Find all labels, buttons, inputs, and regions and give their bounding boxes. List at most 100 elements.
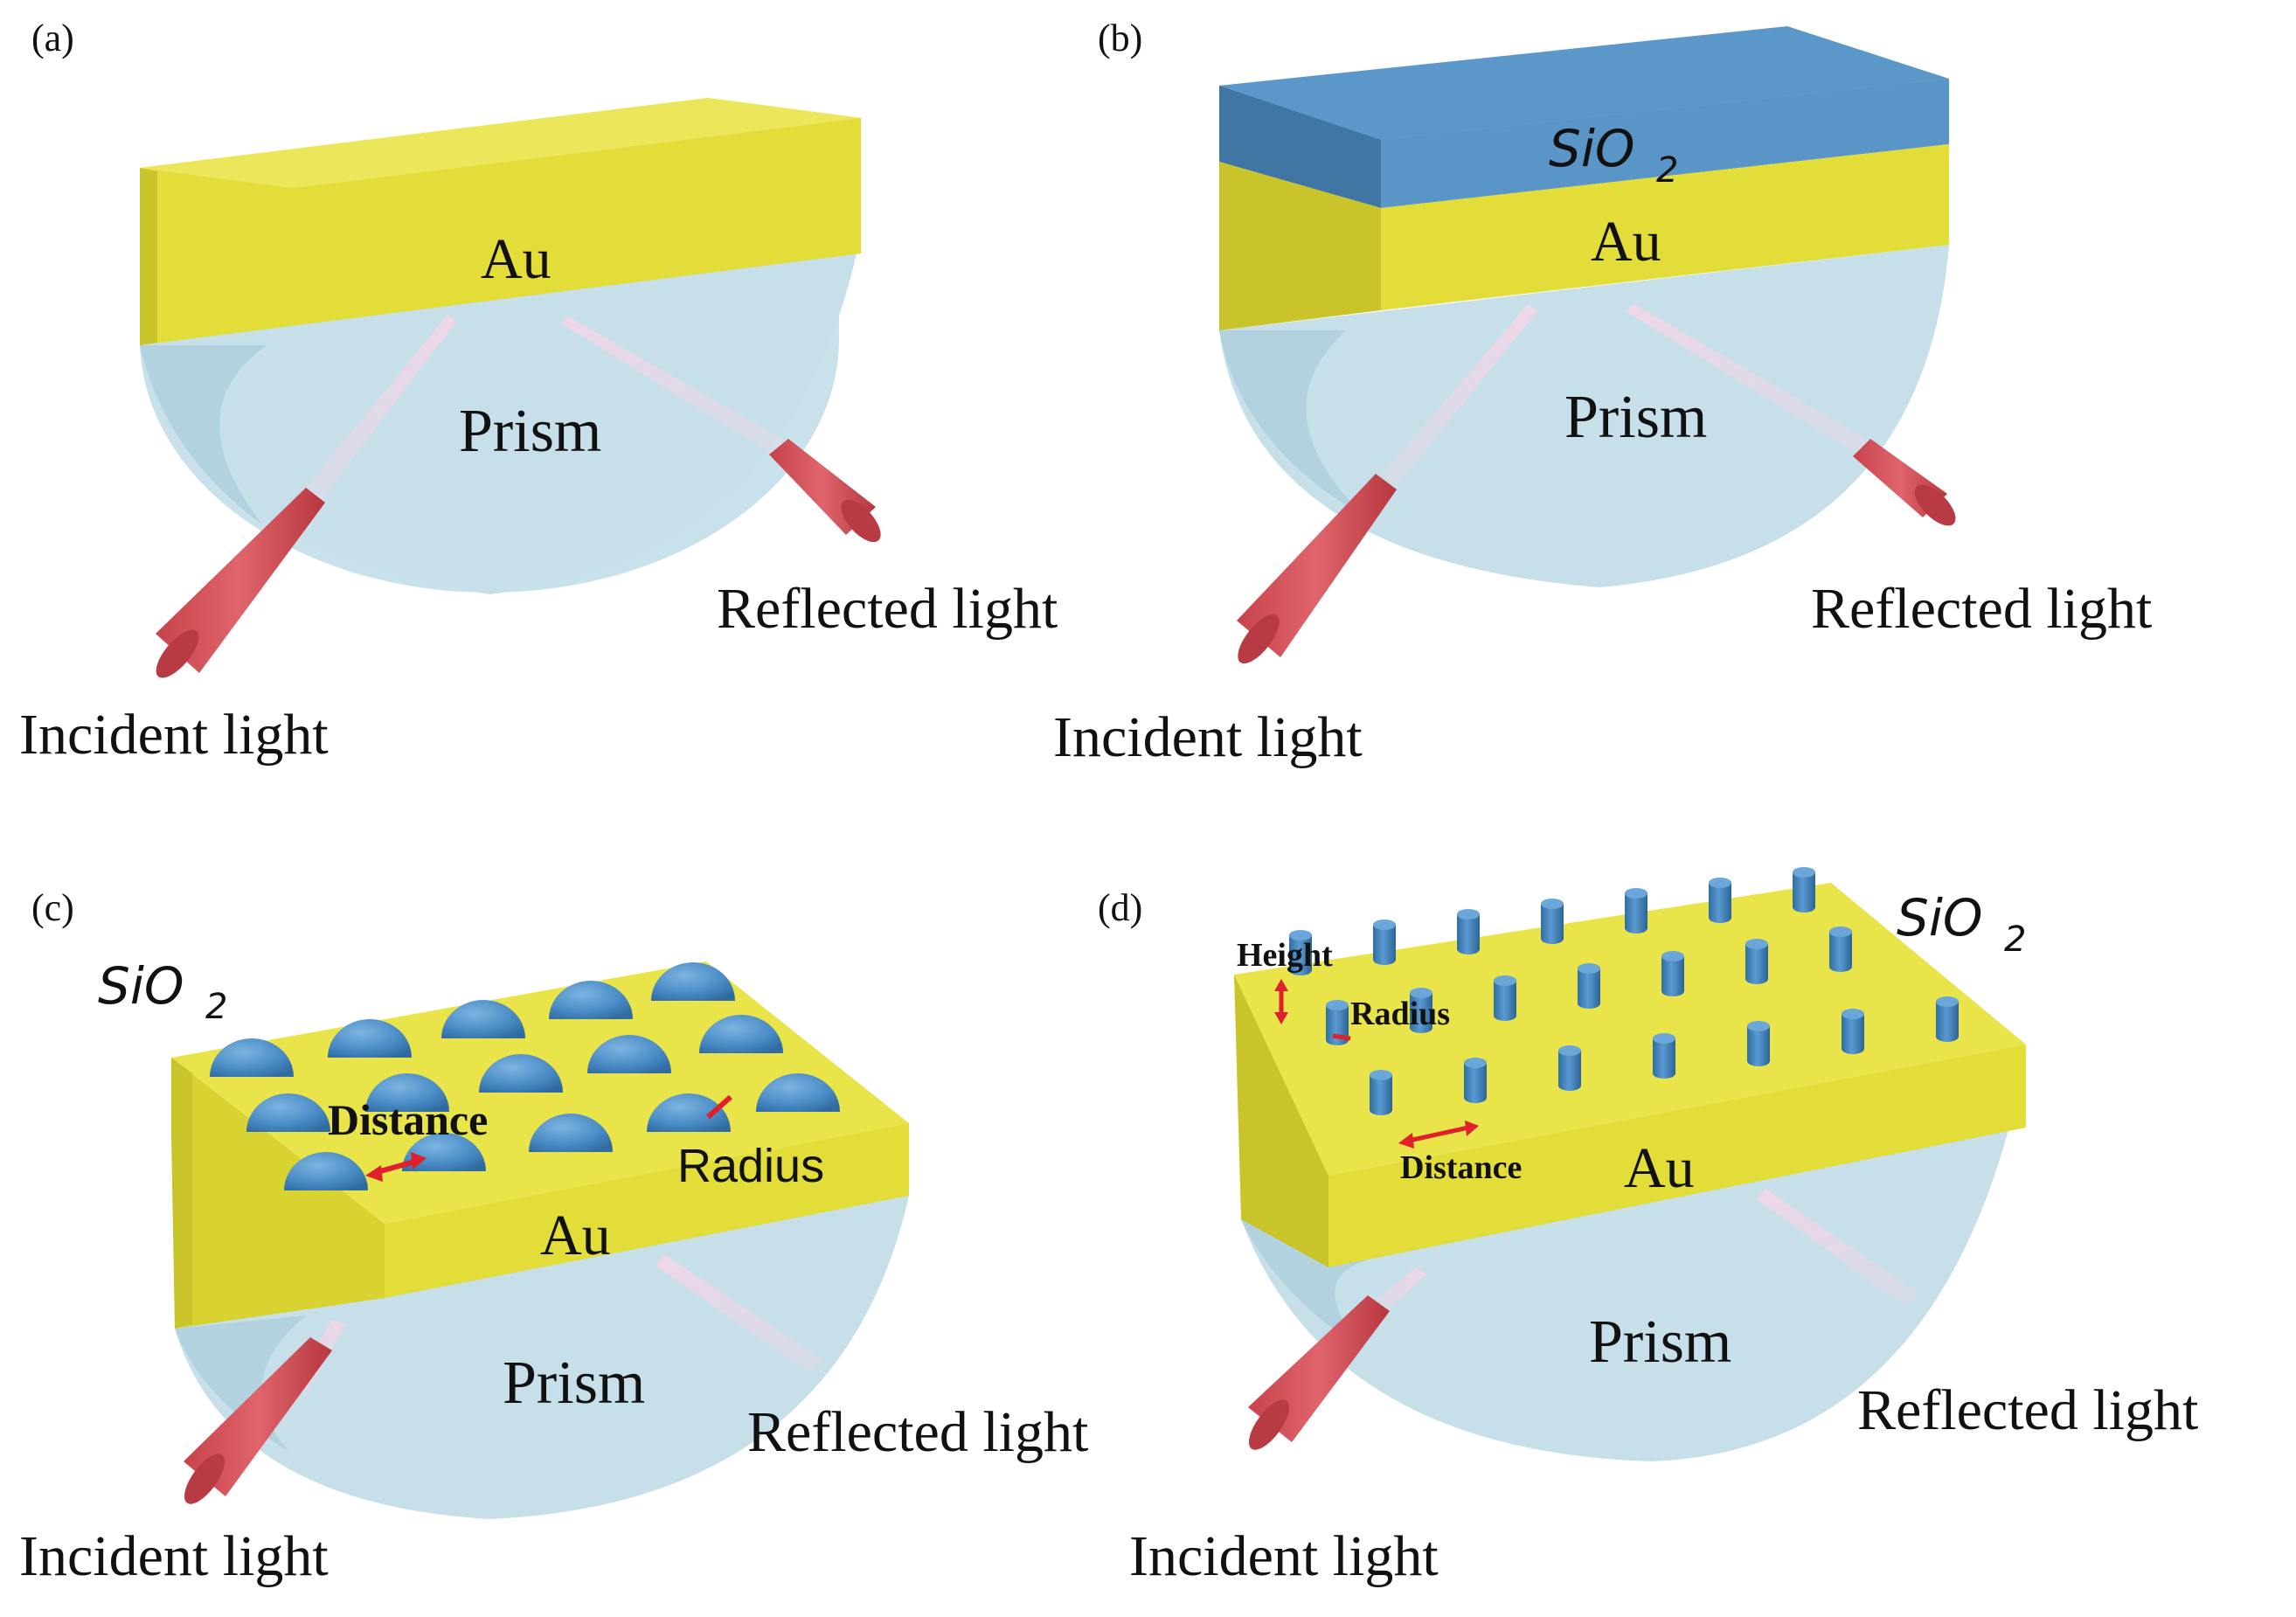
nanopillar — [1370, 1070, 1392, 1115]
panel-c-au-front — [385, 1123, 909, 1298]
nanopillar — [1653, 1033, 1675, 1079]
panel-c-au-side — [171, 1058, 192, 1329]
panel-c-au-front-left — [171, 1058, 385, 1329]
nanodome — [365, 1073, 449, 1112]
panel-b-incident-label: Incident light — [1053, 705, 1363, 769]
nanodome — [210, 1038, 294, 1077]
panel-a-incident-beam — [156, 488, 325, 678]
panel-a-au-front — [140, 118, 861, 345]
panel-d-au-front — [1328, 1044, 2026, 1267]
panel-a-au-top2 — [140, 98, 861, 188]
panel-d-radius-arrow — [1332, 1033, 1351, 1041]
nanopillar — [1410, 988, 1432, 1033]
panel-d-label: (d) — [1098, 886, 1142, 929]
nanopillar — [1747, 1021, 1770, 1066]
panel-c-sio2-label: SiO 2 — [98, 956, 227, 1027]
nanodome — [441, 1000, 525, 1038]
panel-b-incident-beam — [1237, 474, 1397, 664]
nanopillar — [1829, 926, 1852, 972]
nanodome — [756, 1073, 840, 1112]
panel-a-reflected-label: Reflected light — [717, 577, 1058, 641]
nanopillar — [1661, 951, 1684, 996]
panel-c-radius-label: Radius — [677, 1140, 824, 1192]
nanopillar — [1457, 909, 1480, 954]
svg-text:2: 2 — [2004, 920, 2026, 960]
nanopillar — [1464, 1058, 1487, 1103]
nanodome — [587, 1035, 671, 1073]
panel-c-distance-label: Distance — [328, 1095, 488, 1144]
panel-a-incident-label: Incident light — [19, 703, 329, 767]
panel-b-sio2-label: SiO 2 — [1549, 119, 1678, 191]
panel-d-prism-label: Prism — [1589, 1308, 1731, 1376]
panel-c-au-label: Au — [540, 1204, 611, 1267]
panel-a-prism-side — [140, 345, 267, 524]
panel-d-au-top — [1234, 883, 2026, 1176]
panel-b-sio2-top — [1219, 26, 1949, 140]
nanodome — [246, 1093, 330, 1132]
panel-d-height-label: Height — [1237, 937, 1333, 974]
panel-c-prism-side — [175, 1315, 306, 1451]
svg-text:SiO: SiO — [1549, 119, 1635, 178]
panel-b-sio2-front2 — [1381, 79, 1949, 208]
nanodome — [402, 1133, 486, 1171]
nanodome — [479, 1054, 563, 1093]
panel-d-incident-label: Incident light — [1129, 1524, 1439, 1588]
panel-b-au-front — [1381, 144, 1949, 310]
panel-d-incident-beam — [1248, 1295, 1390, 1450]
panel-a-reflected-beam — [769, 439, 881, 543]
nanodome — [699, 1015, 783, 1053]
panel-c: (c) — [19, 886, 1088, 1588]
panel-c-label: (c) — [31, 886, 74, 929]
nanopillar — [1541, 899, 1564, 944]
panel-d-sio2-label: SiO 2 — [1897, 888, 2026, 960]
panel-c-reflected-label: Reflected light — [747, 1400, 1088, 1464]
panel-b-sio2-side — [1219, 86, 1381, 208]
panel-a-incident-path — [297, 315, 456, 509]
panel-b-au-side — [1219, 162, 1381, 330]
panel-d-distance-label: Distance — [1400, 1149, 1522, 1186]
panel-a-au-side — [140, 168, 157, 345]
nanopillar — [1558, 1045, 1581, 1091]
panel-b-reflected-beam — [1853, 439, 1956, 526]
panel-b-reflected-path — [1626, 304, 1870, 455]
nanopillar — [1842, 1009, 1864, 1054]
nanopillar — [1793, 867, 1815, 913]
panel-b-prism-label: Prism — [1564, 384, 1707, 451]
panel-b-au-label: Au — [1591, 210, 1661, 274]
nanodome — [549, 981, 633, 1019]
nanopillar — [1578, 963, 1600, 1009]
nanopillar — [1709, 878, 1731, 923]
panel-b-prism-side — [1219, 330, 1363, 516]
panel-b-reflected-label: Reflected light — [1811, 577, 2152, 641]
panel-d-au-side — [1234, 975, 1328, 1267]
nanodome — [651, 962, 735, 1001]
panel-c-reflected-path — [656, 1254, 822, 1372]
panel-a: (a) Au Prism Reflected light Incident li… — [19, 17, 1058, 767]
panel-b-prism-body — [1219, 245, 1949, 587]
nanodome — [284, 1152, 368, 1190]
nanopillar — [1625, 888, 1647, 933]
nanodome — [647, 1093, 731, 1132]
nanodome — [328, 1019, 412, 1058]
svg-text:SiO: SiO — [1897, 888, 1983, 947]
panel-a-au-label: Au — [481, 227, 551, 291]
panel-d-height-arrow — [1274, 979, 1288, 1024]
panel-a-reflected-path — [561, 316, 787, 455]
panel-d-radius-label: Radius — [1350, 996, 1450, 1032]
panel-c-incident-label: Incident light — [19, 1524, 329, 1588]
panel-c-distance-arrow — [365, 1152, 427, 1182]
panel-a-label: (a) — [31, 17, 74, 59]
panel-d-reflected-label: Reflected light — [1857, 1378, 2198, 1442]
panel-d-distance-arrow — [1398, 1121, 1479, 1149]
panel-c-incident-beam — [184, 1337, 332, 1504]
nanopillar — [1494, 975, 1516, 1021]
svg-text:2: 2 — [1656, 150, 1678, 191]
nanopillar — [1373, 920, 1396, 965]
nanodome — [529, 1114, 613, 1152]
panel-c-dome-array — [210, 962, 840, 1190]
panel-b-incident-path — [1381, 304, 1538, 486]
panel-c-prism-body — [175, 1196, 909, 1519]
panel-d-au-label: Au — [1624, 1136, 1695, 1200]
panel-c-prism-label: Prism — [503, 1350, 645, 1417]
